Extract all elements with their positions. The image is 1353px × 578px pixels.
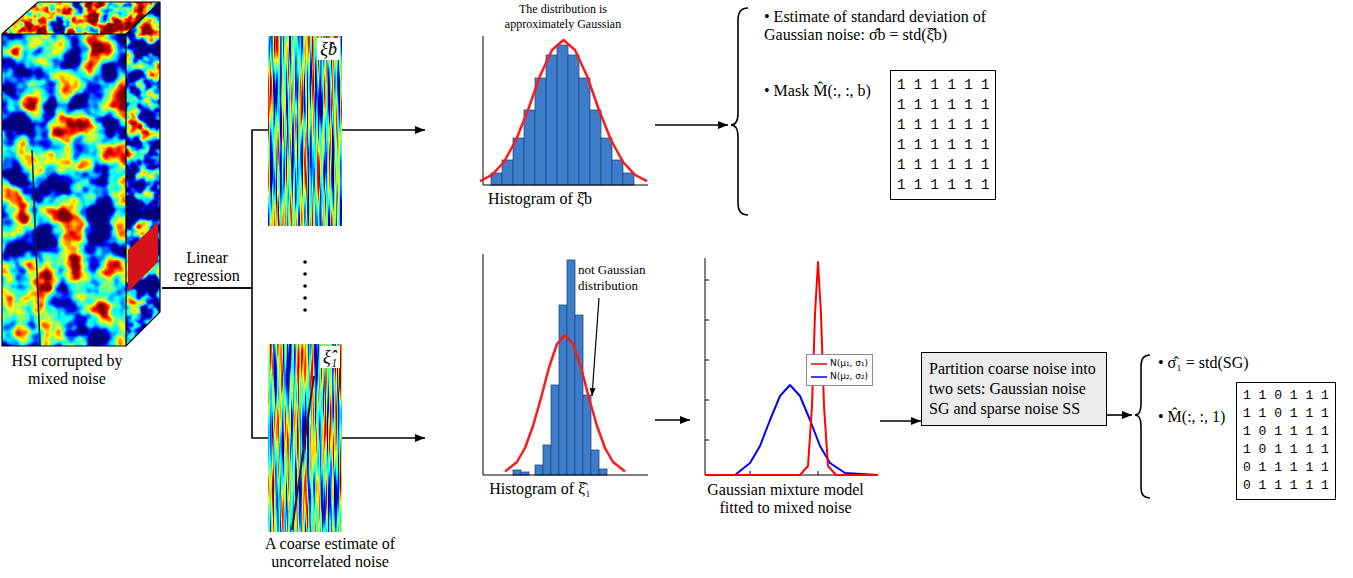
histogram-bar: [599, 469, 607, 475]
gaussian-fit-curve: [480, 40, 647, 181]
legend-line-sample: [811, 376, 827, 378]
matrix-row: 1 1 1 1 1 1: [897, 135, 989, 155]
plot-legend: N(μ₁, σ₁)N(μ₂, σ₂): [806, 354, 873, 386]
histogram-bar: [590, 110, 601, 185]
histogram-bar: [546, 55, 557, 185]
matrix-row: 1 1 0 1 1 1: [1243, 405, 1329, 423]
cube-side-face: [126, 2, 160, 346]
matrix-row: 1 1 1 1 1 1: [897, 175, 989, 195]
connector-arrow: [342, 437, 425, 439]
bullet-text: • Mask M̂(:, :, b): [764, 82, 871, 100]
noise-symbol: ξ̂₁: [320, 346, 340, 368]
matrix-row: 1 1 1 1 1 1: [897, 155, 989, 175]
matrix-row: 1 1 0 1 1 1: [1243, 387, 1329, 405]
cube-side-patch: [128, 222, 158, 292]
connector-arrow: [655, 124, 728, 126]
histogram-title: The distribution is approximately Gaussi…: [493, 2, 633, 32]
histogram-bar: [513, 470, 521, 475]
process-box: Partition coarse noise into two sets: Ga…: [921, 352, 1107, 426]
annotation-arrow: [592, 298, 599, 396]
mask-matrix: 1 1 1 1 1 11 1 1 1 1 11 1 1 1 1 11 1 1 1…: [890, 70, 996, 200]
connector-arrow: [162, 130, 268, 288]
histogram-bar: [601, 138, 612, 185]
noise-image-fill: [268, 344, 342, 532]
matrix-row: 1 0 1 1 1 1: [1243, 423, 1329, 441]
bullet-text: • σ̂₁ = std(SG): [1158, 354, 1249, 372]
histogram-bar: [551, 385, 559, 475]
histogram-bar: [535, 465, 543, 475]
gaussian-fit-curve: [505, 335, 625, 472]
bullet-text: • Estimate of standard deviation of Gaus…: [764, 8, 989, 44]
histogram: not Gaussian distributionHistogram of ξ̂…: [425, 240, 655, 510]
connector-arrow: [655, 419, 690, 421]
legend-line: [811, 373, 827, 381]
histogram-bar: [567, 260, 575, 475]
histogram-bar: [524, 110, 535, 185]
histogram-bar: [559, 305, 567, 475]
matrix-row: 1 0 1 1 1 1: [1243, 441, 1329, 459]
curly-brace: [1135, 355, 1150, 498]
connector-arrow: [342, 129, 425, 131]
edge-label: Linear regression: [167, 249, 247, 285]
legend-line: [811, 360, 827, 368]
noise-image-fill: [268, 36, 342, 226]
legend-line-sample: [811, 363, 827, 365]
connector-arrow: [162, 288, 268, 438]
bracket-group: • Estimate of standard deviation of Gaus…: [728, 4, 1000, 219]
matrix-row: 1 1 1 1 1 1: [897, 95, 989, 115]
matrix-row: 0 1 1 1 1 1: [1243, 459, 1329, 477]
histogram-bar: [579, 78, 590, 185]
mask-matrix: 1 1 0 1 1 11 1 0 1 1 11 0 1 1 1 11 0 1 1…: [1236, 382, 1336, 500]
legend-entry: N(μ₁, σ₁): [811, 357, 868, 370]
noise-symbol: ξ̂b: [317, 38, 340, 60]
gaussian-component-curve: [705, 385, 878, 475]
connector-arrow: [880, 420, 921, 422]
stripe-line: [292, 376, 314, 530]
gaussian-component-curve: [705, 262, 878, 475]
matrix-row: 1 1 1 1 1 1: [897, 115, 989, 135]
annotation-text: not Gaussian distribution: [578, 262, 654, 294]
figure-caption: A coarse estimate of uncorrelated noise: [250, 535, 410, 571]
histogram-bar: [568, 55, 579, 185]
histogram-bar: [543, 445, 551, 475]
box-text: Partition coarse noise into two sets: Ga…: [929, 359, 1099, 419]
gmm-plot: Gaussian mixture model fitted to mixed n…: [690, 245, 880, 535]
ellipsis-dot: [303, 296, 307, 300]
cube-front-face: [2, 34, 126, 346]
dead-line: [32, 150, 40, 346]
histogram-bar: [623, 173, 634, 185]
ellipsis-dot: [303, 308, 307, 312]
ellipsis-dot: [303, 260, 307, 264]
bullet-text: • M̂(:, :, 1): [1158, 408, 1225, 426]
plot-axis: [705, 258, 878, 475]
curly-brace: [731, 8, 748, 215]
ellipsis-dot: [303, 284, 307, 288]
matrix-row: 0 1 1 1 1 1: [1243, 477, 1329, 495]
histogram-bar: [612, 160, 623, 185]
cube-caption: HSI corrupted by mixed noise: [10, 352, 124, 388]
histogram-bar: [583, 395, 591, 475]
legend-text: N(μ₂, σ₂): [830, 370, 868, 383]
legend-entry: N(μ₂, σ₂): [811, 370, 868, 383]
histogram-bar: [557, 45, 568, 185]
matrix-row: 1 1 1 1 1 1: [897, 75, 989, 95]
noise-image: ξ̂₁: [268, 344, 342, 532]
histogram-caption: Histogram of ξ̂₁: [425, 480, 655, 498]
connector-arrow: [1107, 414, 1132, 416]
hsi-cube: HSI corrupted by mixed noise: [2, 0, 162, 392]
histogram-bar: [575, 315, 583, 475]
histogram: The distribution is approximately Gaussi…: [425, 2, 655, 212]
plot-caption: Gaussian mixture model fitted to mixed n…: [698, 481, 873, 517]
legend-text: N(μ₁, σ₁): [830, 357, 868, 370]
histogram-caption: Histogram of ξ̂b: [425, 190, 655, 208]
bracket-group: • σ̂₁ = std(SG)• M̂(:, :, 1)1 1 0 1 1 11…: [1132, 352, 1347, 502]
noise-image: ξ̂b: [268, 36, 342, 226]
ellipsis-dot: [303, 272, 307, 276]
histogram-bar: [535, 78, 546, 185]
histogram-bar: [591, 450, 599, 475]
cube-outline: [2, 2, 160, 346]
axis-ticks: [705, 280, 818, 475]
